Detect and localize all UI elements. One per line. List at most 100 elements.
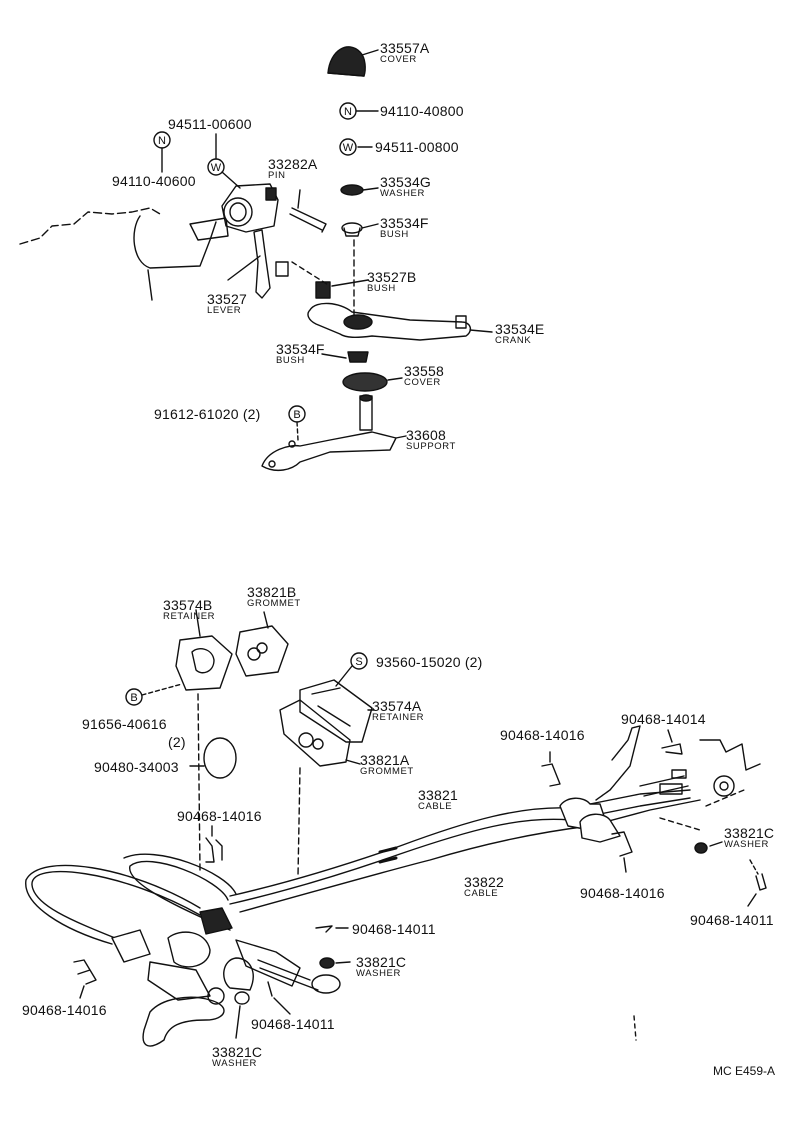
label-90468-14016-right-top: 90468-14016	[500, 727, 585, 743]
lever-linkage-part	[19, 183, 331, 301]
cover-33557a-part	[327, 46, 379, 77]
bolt-91612-symbol	[288, 405, 306, 441]
label-33822-cable: 33822 CABLE	[464, 875, 504, 899]
label-33557a: 33557A COVER	[380, 41, 429, 65]
part-name: GROMMET	[360, 766, 414, 777]
label-33821b: 33821B GROMMET	[247, 585, 301, 609]
part-number: 33574B	[163, 597, 213, 613]
label-33558: 33558 COVER	[404, 364, 444, 388]
label-33534f-top: 33534F BUSH	[380, 216, 429, 240]
part-name: GROMMET	[247, 598, 301, 609]
part-name: BUSH	[367, 283, 396, 294]
cover-33558-part	[342, 372, 403, 392]
label-33282a: 33282A PIN	[268, 157, 317, 181]
symbol-b-upper: B	[293, 409, 300, 421]
part-name: WASHER	[724, 839, 769, 850]
part-name: BUSH	[276, 355, 305, 366]
retainer-dash-line	[197, 693, 201, 871]
part-name: WASHER	[356, 968, 401, 979]
label-33534f-bottom: 33534F BUSH	[276, 342, 325, 366]
symbol-n-upper-right: N	[344, 106, 352, 118]
part-name: CRANK	[495, 335, 532, 346]
part-number: 33608	[406, 427, 446, 443]
label-33527: 33527 LEVER	[207, 292, 247, 316]
retainer-33574a-part	[299, 679, 375, 743]
label-94110-40800: 94110-40800	[380, 103, 464, 119]
label-90468-14016-left-top: 90468-14016	[177, 808, 262, 824]
label-91612-61020: 91612-61020 (2)	[154, 406, 261, 422]
part-name: PIN	[268, 170, 286, 181]
part-name: SUPPORT	[406, 441, 456, 452]
part-number: 33821	[418, 787, 458, 803]
label-33821a: 33821A GROMMET	[360, 753, 414, 777]
part-name: COVER	[380, 54, 417, 65]
clip-lower-items	[73, 725, 767, 1041]
part-name: RETAINER	[163, 611, 216, 622]
label-90468-14014: 90468-14014	[621, 711, 706, 727]
nut-94110-40800-symbol	[339, 102, 379, 120]
label-90468-14016-left-bottom: 90468-14016	[22, 1002, 107, 1018]
label-90468-14011-mid: 90468-14011	[352, 921, 436, 937]
part-name: WASHER	[380, 188, 425, 199]
part-number: 33534G	[380, 174, 432, 190]
bush-33534f-top-part	[341, 222, 379, 237]
label-90468-14011-low: 90468-14011	[251, 1016, 335, 1032]
symbol-b-lower: B	[130, 692, 137, 704]
bush-33534f-bottom-part	[321, 351, 369, 363]
part-number: 33821C	[212, 1044, 263, 1060]
part-number: 33527	[207, 291, 247, 307]
symbol-w-upper-left: W	[211, 162, 222, 174]
label-33608: 33608 SUPPORT	[406, 428, 456, 452]
label-33534e: 33534E CRANK	[495, 322, 544, 346]
part-number: 33557A	[380, 40, 430, 56]
part-number: 33821C	[356, 954, 407, 970]
part-number: 33527B	[367, 269, 417, 285]
label-94511-00800: 94511-00800	[375, 139, 459, 155]
part-number: 33821A	[360, 752, 410, 768]
grommet-dash-line	[297, 767, 301, 877]
part-number: 33534F	[276, 341, 325, 357]
label-33534g: 33534G WASHER	[380, 175, 431, 199]
part-number: 33821B	[247, 584, 297, 600]
part-number: 33534E	[495, 321, 545, 337]
part-number: 33822	[464, 874, 504, 890]
symbol-n-upper-left: N	[158, 135, 166, 147]
label-33821-cable: 33821 CABLE	[418, 788, 458, 812]
part-name: BUSH	[380, 229, 409, 240]
label-33821c-mid: 33821C WASHER	[356, 955, 406, 979]
label-90468-14011-right: 90468-14011	[690, 912, 774, 928]
bolt-91656-symbol	[125, 683, 183, 706]
ring-90480-part	[189, 737, 237, 779]
part-name: CABLE	[464, 888, 499, 899]
part-number: 33282A	[268, 156, 318, 172]
part-name: COVER	[404, 377, 441, 388]
washer-94511-00800-symbol	[339, 138, 373, 156]
part-name: CABLE	[418, 801, 453, 812]
label-91656-qty: (2)	[168, 734, 186, 750]
part-name: WASHER	[212, 1058, 257, 1069]
label-94110-40600: 94110-40600	[112, 173, 196, 189]
crank-33534e-part	[307, 302, 493, 341]
label-33527b: 33527B BUSH	[367, 270, 416, 294]
symbol-s-lower: S	[355, 656, 362, 668]
grommet-33821a-part	[279, 699, 361, 767]
part-name: RETAINER	[372, 712, 425, 723]
part-name: LEVER	[207, 305, 242, 316]
washer-94511-00600-symbol	[207, 133, 241, 189]
part-number: 33558	[404, 363, 444, 379]
support-33608-part	[261, 394, 407, 472]
grommet-33821b-part	[235, 611, 289, 677]
label-33574b: 33574B RETAINER	[163, 598, 215, 622]
label-33821c-low: 33821C WASHER	[212, 1045, 262, 1069]
label-91656-40616: 91656-40616	[82, 716, 167, 732]
label-33574a: 33574A RETAINER	[372, 699, 424, 723]
figure-reference: MC E459-A	[713, 1064, 776, 1078]
retainer-33574b-part	[175, 609, 233, 691]
label-90480-34003: 90480-34003	[94, 759, 179, 775]
label-90468-14016-right-bottom: 90468-14016	[580, 885, 665, 901]
nut-94110-40600-symbol	[153, 131, 171, 173]
label-94511-00600: 94511-00600	[168, 116, 252, 132]
label-33821c-right: 33821C WASHER	[724, 826, 774, 850]
washer-33534g-part	[340, 184, 379, 196]
